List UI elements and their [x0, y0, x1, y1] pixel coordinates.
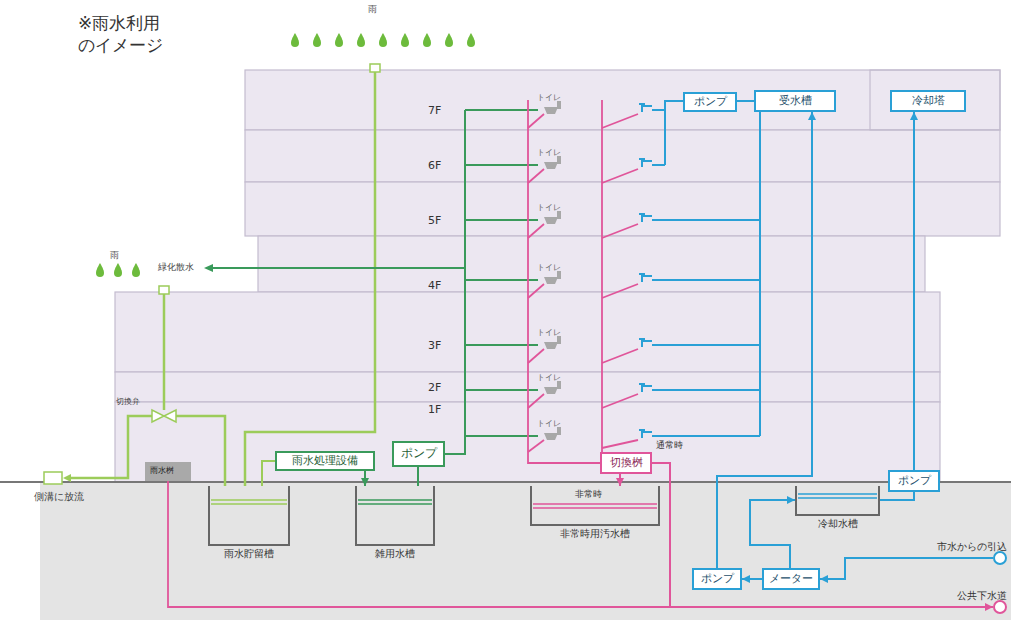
- pipe-connector: [652, 463, 993, 607]
- note-label: 雨: [110, 250, 119, 260]
- pipe-connector: [417, 467, 419, 486]
- equipment-box: ポンプ: [683, 92, 737, 112]
- equipment-name: メーター: [769, 573, 813, 586]
- floor-label: 7F: [428, 105, 441, 118]
- pipe-connector: [742, 578, 762, 580]
- pipe-terminal: 公共下水道: [993, 600, 1007, 614]
- equipment-name: 雨水処理設備: [292, 455, 358, 468]
- rain-basin: [145, 462, 191, 481]
- diagram-title: ※雨水利用 のイメージ: [78, 12, 177, 56]
- pipe-connector: [364, 471, 366, 486]
- equipment-box: 受水槽: [754, 90, 836, 112]
- pipe-connector: [717, 112, 812, 568]
- fixture-label: トイレ: [537, 419, 561, 428]
- tank: 雨水貯留槽: [208, 486, 290, 546]
- pipe-connector: [880, 492, 914, 500]
- equipment-name: 冷却塔: [912, 95, 945, 108]
- fixture-label: トイレ: [537, 373, 561, 382]
- equipment-name: 切換桝: [610, 457, 643, 470]
- arrow-head: [63, 474, 71, 482]
- tank: 冷却水槽: [795, 486, 880, 516]
- rain-pipe: [44, 64, 380, 486]
- ground-line: [0, 481, 1011, 483]
- fixture-label: トイレ: [537, 263, 561, 272]
- tank-name: 冷却水槽: [818, 518, 858, 530]
- pipe-connector: [913, 112, 915, 470]
- pipe-terminal: 市水からの引込: [993, 551, 1007, 565]
- note-label: 雨: [368, 4, 377, 14]
- equipment-box: 雨水処理設備: [275, 451, 375, 471]
- rain-drops: [96, 33, 475, 277]
- tank-name: 雑用水槽: [375, 548, 415, 560]
- equipment-box: メーター: [762, 568, 820, 590]
- floor-label: 2F: [428, 382, 441, 395]
- pipe-connector: [262, 461, 275, 486]
- equipment-box: 切換桝: [600, 452, 652, 474]
- building-floors: [115, 70, 1000, 482]
- part-label: 側溝に放流: [34, 491, 84, 503]
- floor-label: 6F: [428, 160, 441, 173]
- pipe-connector: [750, 500, 795, 568]
- water-supply-pipe: [652, 101, 760, 436]
- tank: 雑用水槽: [355, 486, 435, 546]
- arrow-head: [204, 264, 213, 272]
- pipe-connector: [619, 474, 621, 486]
- part-label: 雨水桝: [150, 466, 174, 475]
- equipment-name: 受水槽: [779, 95, 812, 108]
- equipment-name: ポンプ: [701, 573, 734, 586]
- drain-pipe: [168, 100, 670, 607]
- terminal-name: 市水からの引込: [937, 541, 1007, 553]
- tank: 非常時用汚水槽: [530, 486, 660, 526]
- equipment-box: ポンプ: [392, 441, 445, 467]
- equipment-name: ポンプ: [401, 447, 437, 461]
- fixture-label: トイレ: [537, 328, 561, 337]
- equipment-box: ポンプ: [888, 470, 940, 492]
- floor-label: 4F: [428, 280, 441, 293]
- fixture-label: トイレ: [537, 203, 561, 212]
- fixture-label: トイレ: [537, 148, 561, 157]
- floor-label: 1F: [428, 404, 441, 417]
- equipment-name: ポンプ: [694, 96, 727, 109]
- part-label: 切換弁: [116, 397, 140, 406]
- underground: [40, 482, 1011, 620]
- floor-label: 5F: [428, 215, 441, 228]
- floor-label: 3F: [428, 340, 441, 353]
- equipment-box: 冷却塔: [890, 90, 966, 112]
- tank-name: 非常時用汚水槽: [560, 528, 630, 540]
- pipe-connector: [820, 558, 993, 579]
- flow-condition-label: 通常時: [655, 440, 684, 450]
- note-label: 緑化散水: [158, 262, 194, 272]
- pipe-connector: [737, 100, 754, 102]
- flow-condition-label: 非常時: [574, 489, 603, 499]
- fixture-label: トイレ: [537, 93, 561, 102]
- equipment-name: ポンプ: [898, 475, 931, 488]
- terminal-name: 公共下水道: [957, 590, 1007, 602]
- equipment-box: ポンプ: [692, 568, 742, 590]
- gray-water-pipe: [212, 110, 538, 454]
- tank-name: 雨水貯留槽: [224, 548, 274, 560]
- faucet-icon: [639, 104, 652, 438]
